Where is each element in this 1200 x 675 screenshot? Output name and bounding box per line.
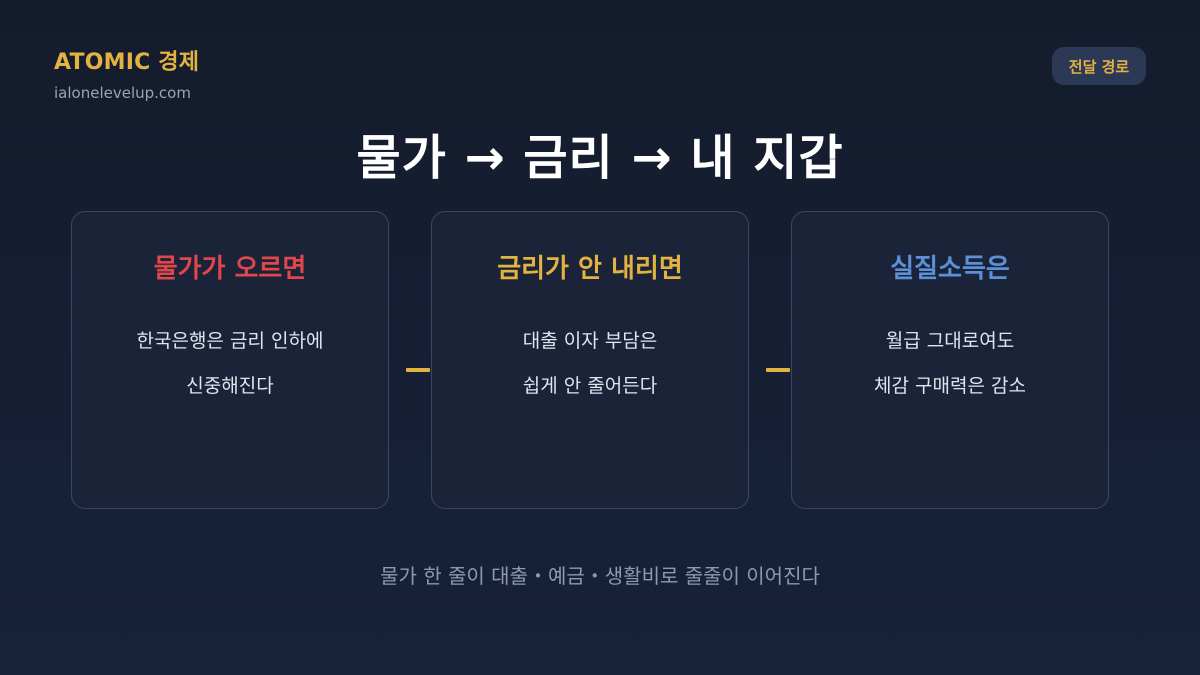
card-title: 물가가 오르면 [153,254,307,284]
connector-line [766,368,790,372]
card-line: 신중해진다 [186,375,274,397]
card-interest-rate: 금리가 안 내리면 대출 이자 부담은 쉽게 안 줄어든다 [431,211,749,509]
card-body: 대출 이자 부담은 쉽게 안 줄어든다 [432,319,748,409]
route-badge: 전달 경로 [1052,47,1146,85]
card-line: 월급 그대로여도 [885,330,1015,352]
card-title: 실질소득은 [890,254,1010,284]
card-line: 체감 구매력은 감소 [874,375,1026,397]
card-line: 한국은행은 금리 인하에 [136,330,324,352]
card-body: 월급 그대로여도 체감 구매력은 감소 [792,319,1108,409]
card-title: 금리가 안 내리면 [497,254,683,284]
connector-line [406,368,430,372]
footer-caption: 물가 한 줄이 대출・예금・생활비로 줄줄이 이어진다 [380,564,820,588]
card-body: 한국은행은 금리 인하에 신중해진다 [72,319,388,409]
card-line: 대출 이자 부담은 [522,330,658,352]
card-real-income: 실질소득은 월급 그대로여도 체감 구매력은 감소 [791,211,1109,509]
brand-title: ATOMIC 경제 [54,50,200,75]
page-title: 물가 → 금리 → 내 지갑 [356,130,844,186]
card-line: 쉽게 안 줄어든다 [522,375,658,397]
card-inflation: 물가가 오르면 한국은행은 금리 인하에 신중해진다 [71,211,389,509]
brand-url: ialonelevelup.com [54,84,191,102]
brand: ATOMIC 경제 ialonelevelup.com [54,44,199,102]
